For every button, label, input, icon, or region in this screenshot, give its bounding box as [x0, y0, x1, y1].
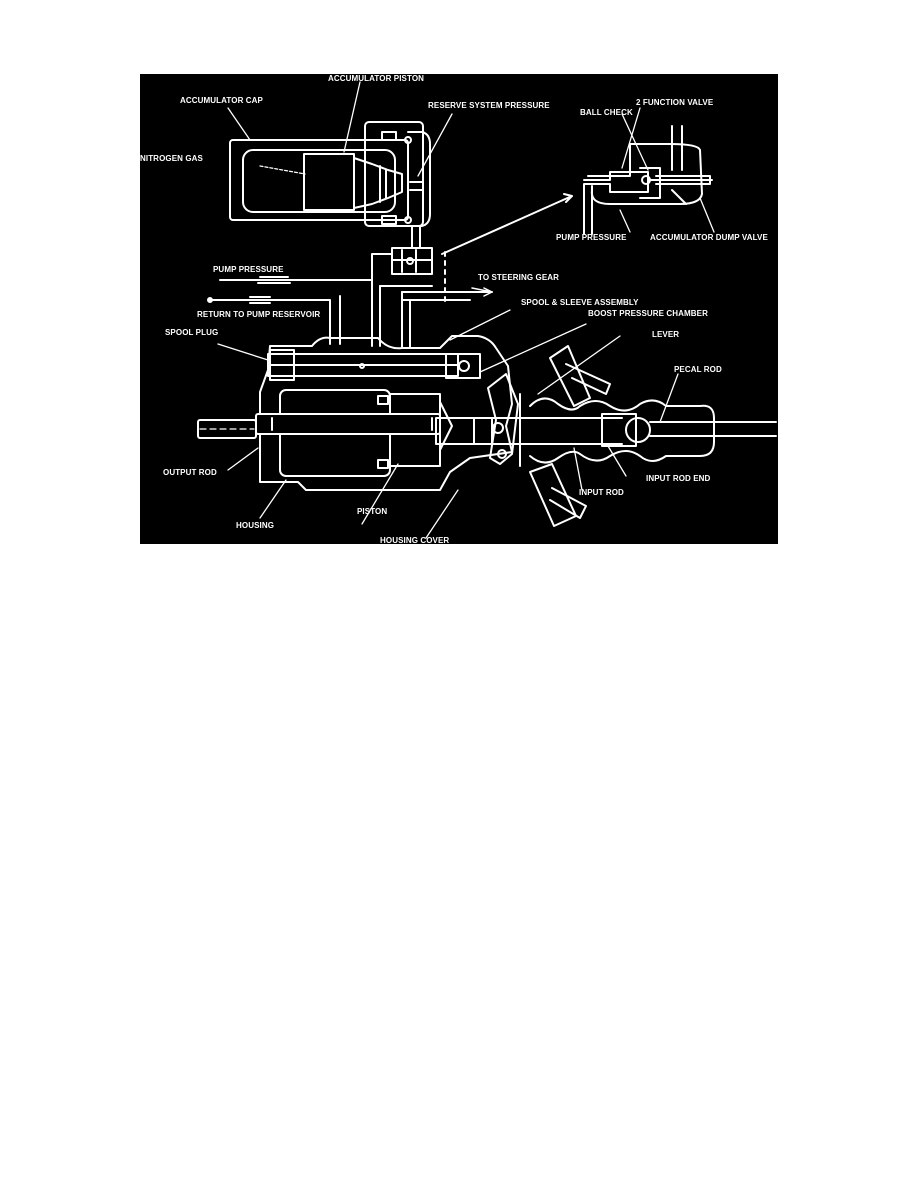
leader-lines [217, 81, 715, 539]
mounting-studs [529, 345, 611, 527]
diagram-line-art [197, 81, 777, 539]
label-ball-check: BALL CHECK [580, 108, 633, 117]
label-spool-sleeve-assembly: SPOOL & SLEEVE ASSEMBLY [521, 298, 639, 307]
label-reserve-system-pressure: RESERVE SYSTEM PRESSURE [428, 101, 550, 110]
reserve-pressure-line [411, 225, 421, 249]
housing [197, 335, 513, 491]
label-return-to-pump-reservoir: RETURN TO PUMP RESERVOIR [197, 310, 321, 319]
label-pedal-rod: PECAL ROD [674, 365, 722, 374]
return-line [207, 295, 341, 345]
label-accumulator-cap: ACCUMULATOR CAP [180, 96, 263, 105]
lever [487, 373, 519, 465]
input-assembly [491, 393, 777, 467]
detail-valve [583, 125, 713, 235]
label-input-rod-end: INPUT ROD END [646, 474, 711, 483]
label-input-rod: INPUT ROD [579, 488, 624, 497]
accumulator [229, 121, 431, 227]
two-function-valve-small [391, 247, 433, 275]
label-pump-pressure-detail: PUMP PRESSURE [556, 233, 627, 242]
label-lever: LEVER [652, 330, 680, 339]
label-to-steering-gear: TO STEERING GEAR [478, 273, 560, 282]
label-two-function-valve: 2 FUNCTION VALVE [636, 98, 714, 107]
label-spool-plug: SPOOL PLUG [165, 328, 219, 337]
label-output-rod: OUTPUT ROD [163, 468, 217, 477]
label-housing-cover: HOUSING COVER [380, 536, 450, 544]
label-nitrogen-gas: NITROGEN GAS [140, 154, 203, 163]
hydro-boost-diagram: ACCUMULATOR PISTON ACCUMULATOR CAP RESER… [140, 74, 778, 544]
label-pump-pressure: PUMP PRESSURE [213, 265, 284, 274]
pump-pressure-lines [219, 253, 433, 347]
label-piston: PISTON [357, 507, 388, 516]
label-accumulator-piston: ACCUMULATOR PISTON [328, 74, 425, 83]
steering-gear-lines [401, 287, 493, 349]
label-accumulator-dump-valve: ACCUMULATOR DUMP VALVE [650, 233, 768, 242]
label-housing: HOUSING [236, 521, 275, 530]
detail-arrow [441, 193, 573, 255]
label-boost-pressure-chamber: BOOST PRESSURE CHAMBER [588, 309, 708, 318]
